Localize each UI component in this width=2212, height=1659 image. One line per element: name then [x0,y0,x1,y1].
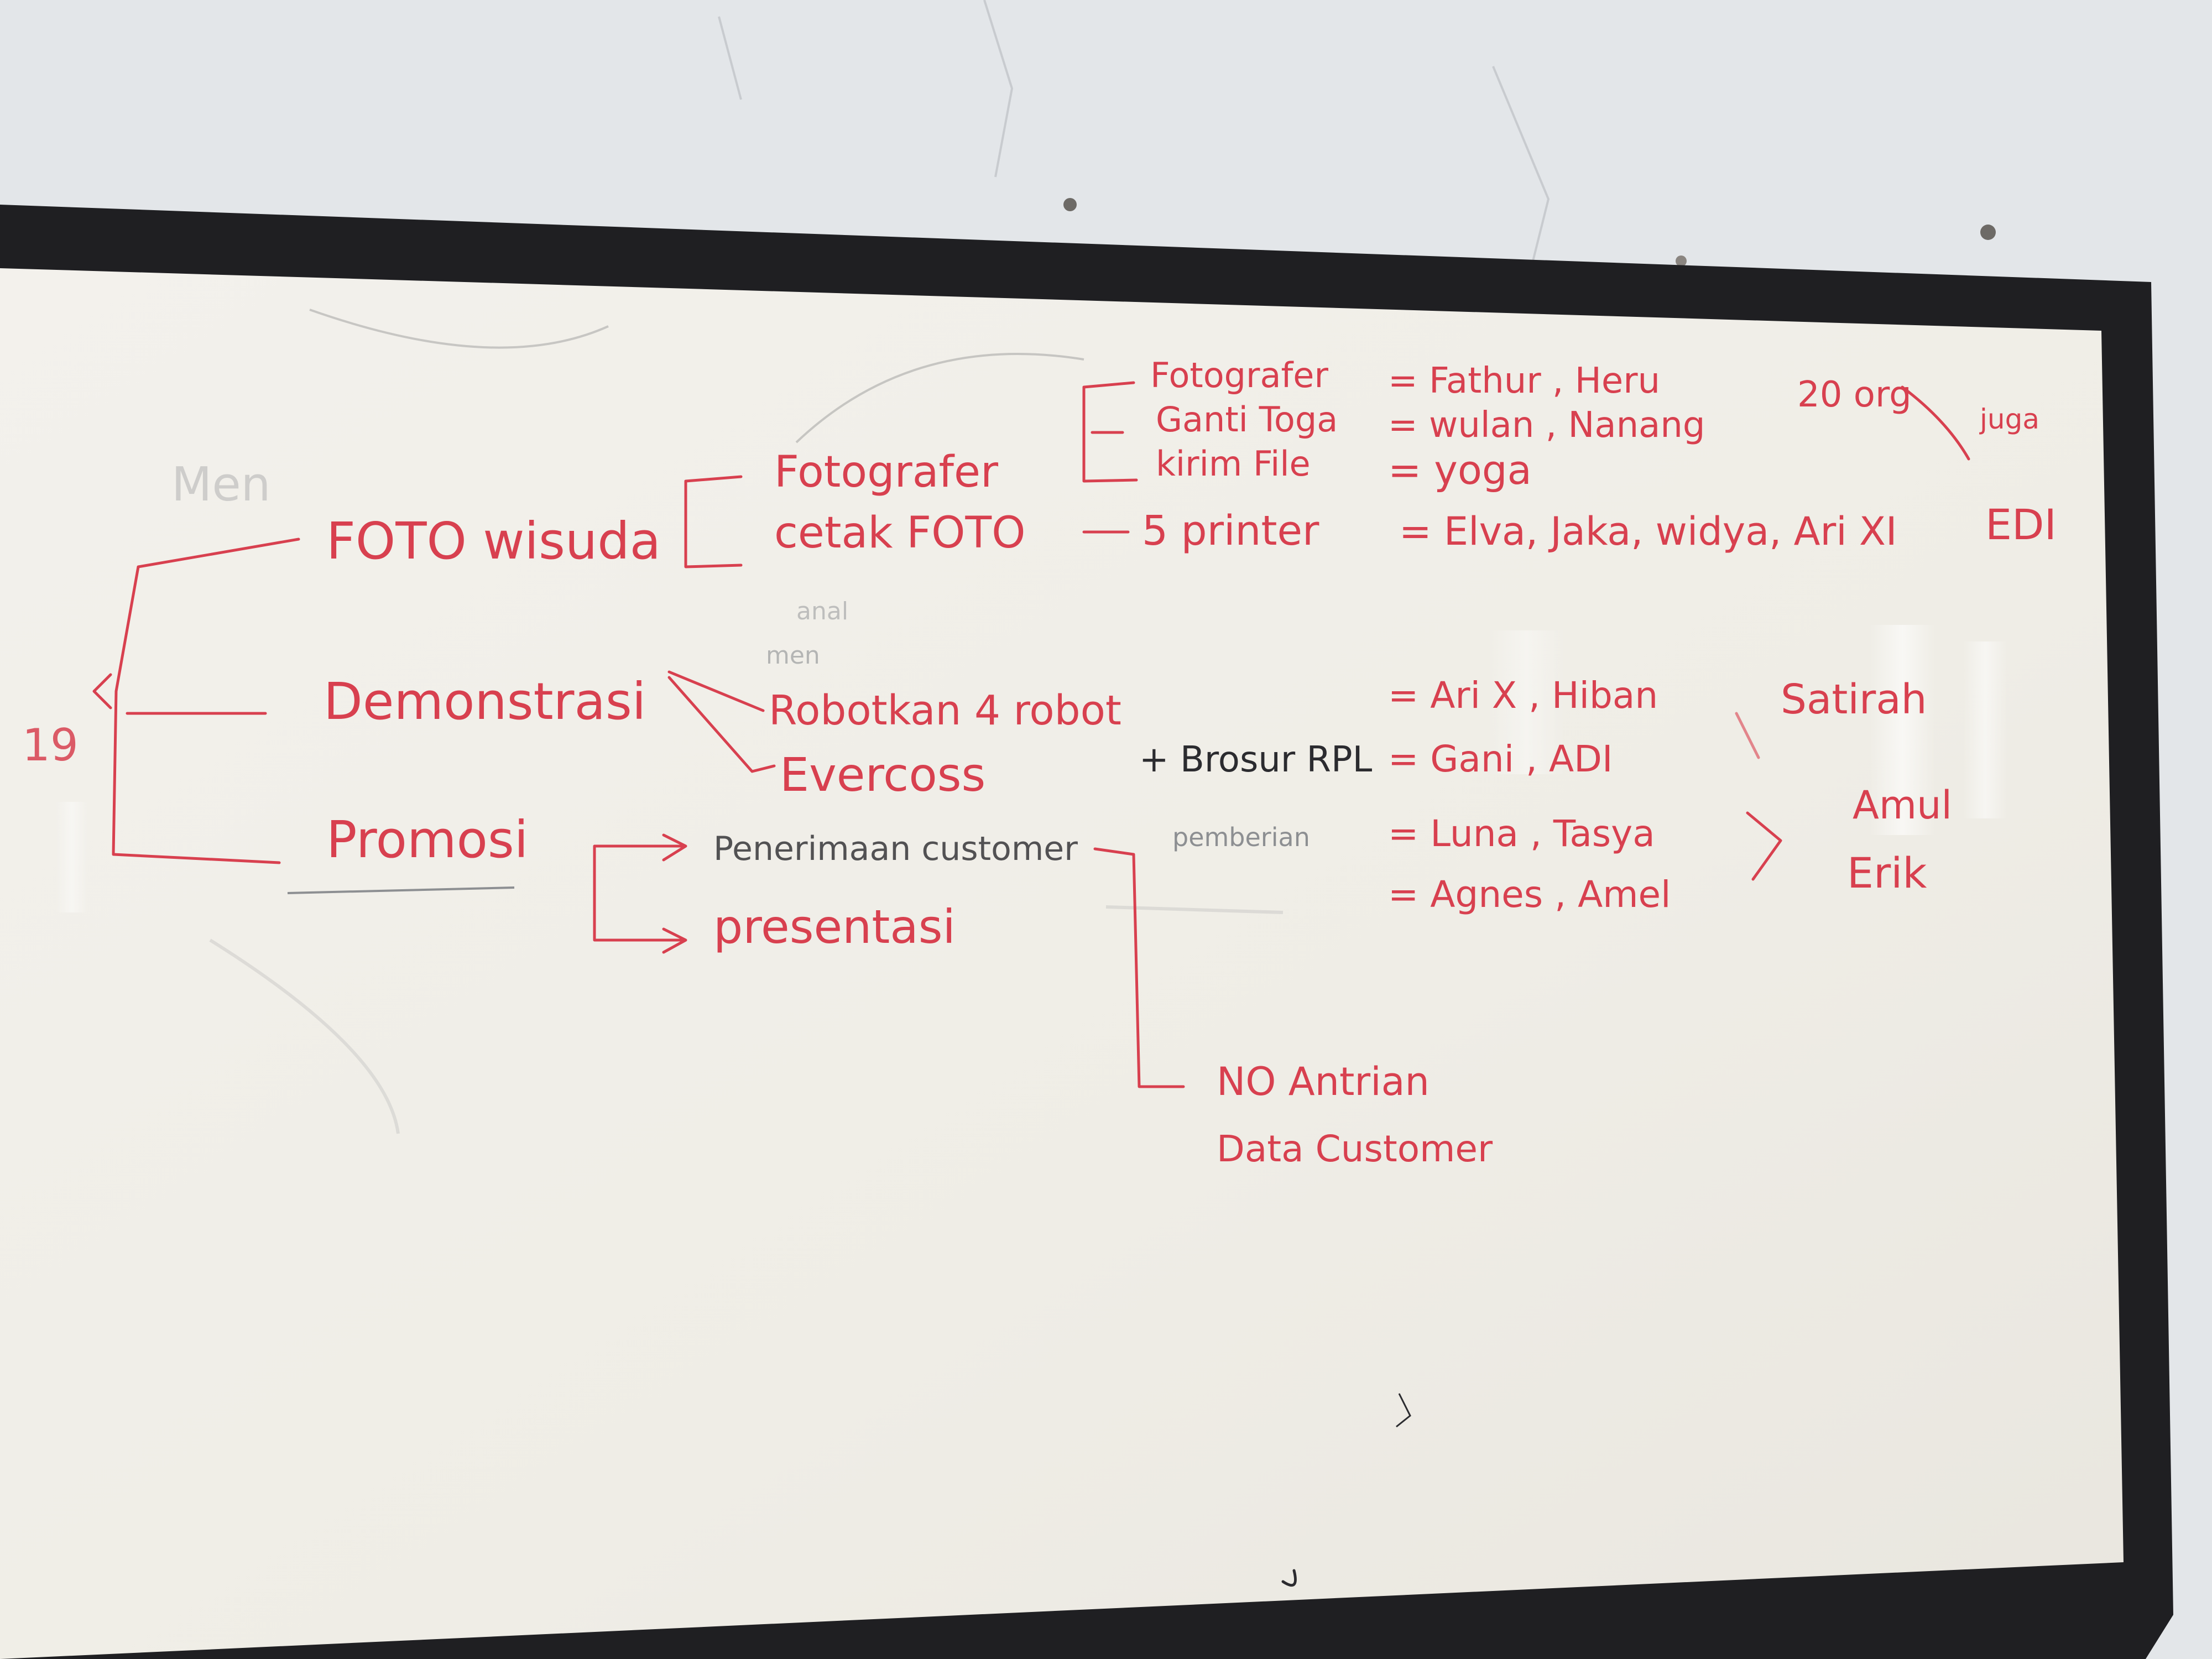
item-no-antrian: NO Antrian [1217,1059,1430,1104]
evercoss-team: = Gani , ADI [1388,738,1613,780]
stray-mark [1396,1393,1411,1428]
printer-extra: EDI [1985,500,2057,549]
robot-extra: Satirah [1781,676,1927,723]
item-robot: Robotkan 4 robot [769,687,1121,734]
wall-mark [1676,255,1687,267]
glare [1963,641,2007,818]
wall-crack [718,0,1550,288]
whiteboard-surface [0,268,2124,1659]
task-ganti-toga: Ganti Toga [1156,399,1338,440]
task-fotografer: Fotografer [1150,355,1328,395]
faint-men: men [766,641,820,670]
main-bracket [92,538,300,864]
promosi-underline [287,886,515,894]
branch-promosi: Promosi [326,810,528,869]
penerimaan-extra: Amul [1853,782,1952,828]
glare [1869,625,1936,835]
presentasi-extra: Erik [1847,848,1927,898]
item-brosur-rpl: + Brosur RPL [1139,739,1373,780]
side-number: 19 [22,719,79,771]
branch-foto-wisuda: FOTO wisuda [326,512,661,571]
branch-demonstrasi: Demonstrasi [324,672,646,731]
item-penerimaan-customer: Penerimaan customer [713,830,1078,868]
task-kirim-file-names: = yoga [1388,447,1532,493]
wall-mark [1063,198,1077,211]
task-ganti-toga-names: = wulan , Nanang [1388,405,1705,446]
demonstrasi-arrows [667,670,776,773]
fotografer-note-brace [1901,385,1970,461]
task-kirim-file: kirim File [1156,444,1311,484]
fotografer-bracket [1082,381,1138,483]
item-evercoss: Evercoss [780,748,985,802]
wall-mark [1980,225,1996,240]
item-presentasi: presentasi [713,900,956,954]
presentasi-team: = Agnes , Amel [1388,873,1671,916]
faint-anal: anal [796,597,848,625]
foto-wisuda-bracket [684,475,743,568]
fotografer-note-side: juga [1979,403,2039,435]
item-cetak-foto: cetak FOTO [774,508,1026,558]
stray-mark [1281,1569,1297,1587]
promosi-arrows [593,833,687,954]
faint-note-men: Men [171,457,271,512]
item-5-printer: 5 printer [1142,507,1319,555]
item-data-customer: Data Customer [1217,1128,1493,1170]
promosi-sub-bracket [1093,847,1185,1088]
item-fotografer: Fotografer [774,447,999,497]
slash-mark [1735,712,1760,759]
task-fotografer-names: = Fathur , Heru [1388,361,1660,401]
ghost-stroke [309,309,1084,444]
promosi-team-brace [1746,811,1782,881]
printer-team: = Elva, Jaka, widya, Ari XI [1399,509,1897,554]
item-pemberian: pemberian [1172,822,1310,852]
glare [1488,630,1565,774]
fotografer-note: 20 org [1797,374,1912,415]
robot-team: = Ari X , Hiban [1388,674,1658,717]
glare [55,802,88,912]
penerimaan-team: = Luna , Tasya [1388,812,1655,855]
